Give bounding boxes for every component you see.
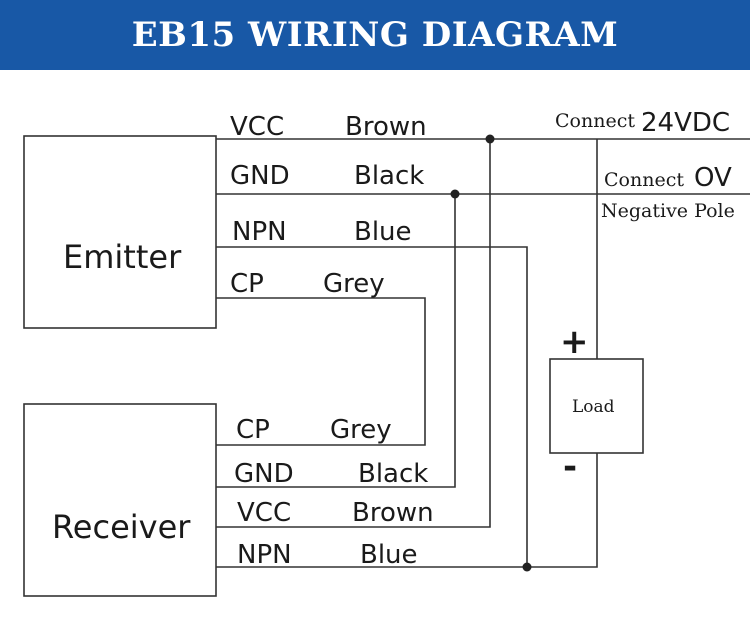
junction-npn (522, 562, 532, 572)
diagram-title: EB15 WIRING DIAGRAM (131, 15, 619, 55)
emitter-cp-color: Grey (323, 269, 385, 299)
load-minus-sign: - (563, 447, 577, 487)
load-box (549, 358, 644, 454)
negative-connect-label: Connect (604, 169, 684, 191)
emitter-label: Emitter (63, 238, 182, 276)
receiver-label: Receiver (52, 508, 191, 546)
receiver-cp-color: Grey (330, 415, 392, 445)
receiver-npn-color: Blue (360, 540, 418, 570)
emitter-box (23, 135, 217, 329)
receiver-gnd-signal: GND (234, 459, 294, 489)
negative-voltage-label: OV (694, 163, 732, 193)
positive-voltage-label: 24VDC (641, 108, 730, 138)
emitter-vcc-signal: VCC (230, 112, 284, 142)
junction-gnd (450, 189, 460, 199)
receiver-gnd-wire (216, 194, 456, 488)
negative-pole-label: Negative Pole (601, 200, 735, 222)
receiver-vcc-color: Brown (352, 498, 434, 528)
emitter-vcc-color: Brown (345, 112, 427, 142)
emitter-npn-signal: NPN (232, 217, 287, 247)
receiver-cp-signal: CP (236, 415, 270, 445)
positive-connect-label: Connect (555, 110, 635, 132)
title-banner: EB15 WIRING DIAGRAM (0, 0, 750, 70)
receiver-npn-signal: NPN (237, 540, 292, 570)
emitter-cp-wire (216, 297, 426, 446)
emitter-gnd-signal: GND (230, 161, 290, 191)
receiver-vcc-signal: VCC (237, 498, 291, 528)
load-plus-sign: + (560, 322, 589, 362)
receiver-box (23, 403, 217, 597)
receiver-npn-wire (216, 453, 598, 568)
emitter-npn-color: Blue (354, 217, 412, 247)
emitter-gnd-color: Black (354, 161, 424, 191)
junction-vcc (485, 134, 495, 144)
emitter-cp-signal: CP (230, 269, 264, 299)
emitter-npn-wire (216, 246, 528, 567)
receiver-gnd-color: Black (358, 459, 428, 489)
receiver-vcc-wire (216, 139, 491, 528)
load-label: Load (572, 397, 615, 417)
